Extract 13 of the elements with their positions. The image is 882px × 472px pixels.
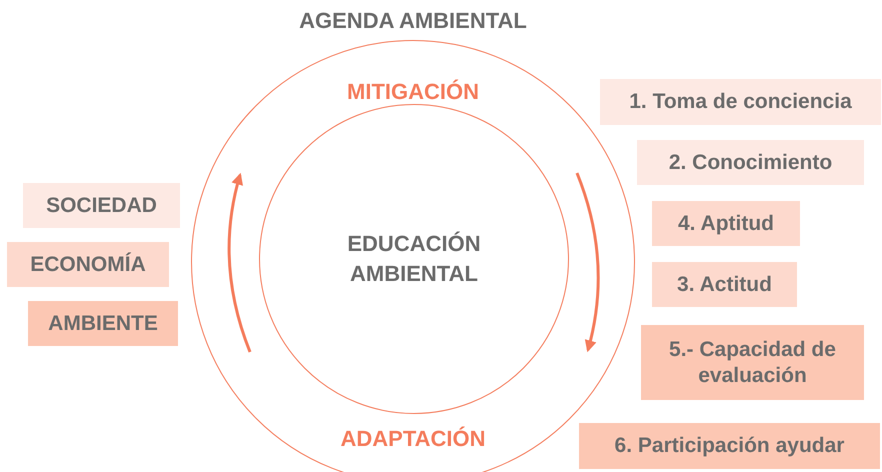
- circle-label: ADAPTACIÓN: [340, 425, 486, 453]
- label-box: 6. Participación ayudar: [579, 423, 880, 469]
- label-box: AMBIENTE: [28, 301, 178, 346]
- label-box: 4. Aptitud: [652, 201, 800, 246]
- title: AGENDA AMBIENTAL: [299, 7, 527, 35]
- label-box: 2. Conocimiento: [637, 140, 864, 185]
- label-box: ECONOMÍA: [7, 242, 169, 287]
- circle-label: EDUCACIÓN AMBIENTAL: [346, 230, 482, 288]
- label-box: SOCIEDAD: [23, 183, 180, 228]
- circle-label: MITIGACIÓN: [347, 78, 479, 106]
- label-box: 3. Actitud: [652, 262, 797, 307]
- label-box: 1. Toma de conciencia: [600, 79, 881, 125]
- label-box: 5.- Capacidad de evaluación: [641, 325, 864, 400]
